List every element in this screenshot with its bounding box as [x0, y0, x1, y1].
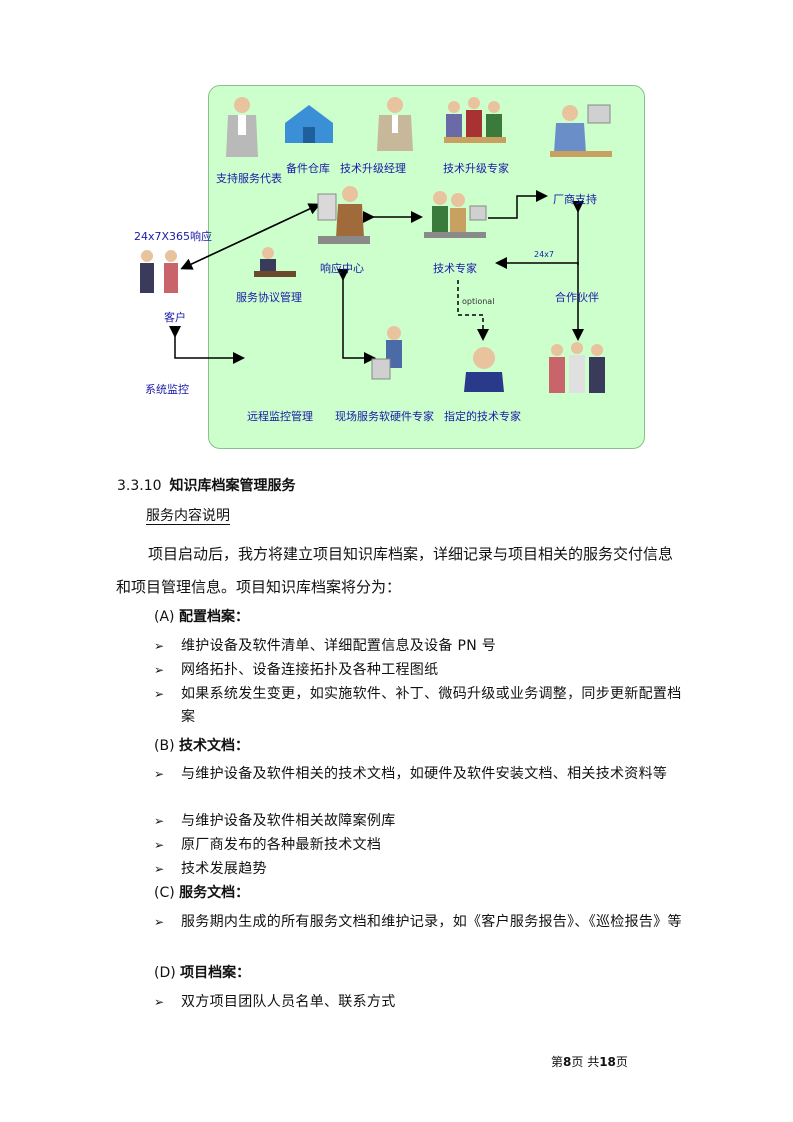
category-title: 服务文档：: [179, 885, 250, 901]
label-onsite-expert: 现场服务软硬件专家: [335, 410, 434, 423]
bullet-arrow-icon: ➢: [154, 687, 165, 701]
section-title: 知识库档案管理服务: [169, 478, 296, 494]
service-flow-diagram: 支持服务代表 备件仓库 技术升级经理 技术升级专家 厂商支持 24x7X365响…: [0, 0, 793, 460]
list-item: ➢与维护设备及软件相关的技术文档，如硬件及软件安装文档、相关技术资料等: [154, 763, 684, 786]
category-a-heading: (A) 配置档案：: [154, 606, 249, 626]
category-tag: (A): [154, 609, 175, 625]
label-vendor-support: 厂商支持: [553, 193, 597, 206]
label-tech-expert: 技术专家: [433, 262, 477, 275]
page-number: 8: [563, 1055, 572, 1069]
bullet-arrow-icon: ➢: [154, 838, 165, 852]
list-item: ➢服务期内生成的所有服务文档和维护记录，如《客户服务报告》、《巡检报告》等: [154, 911, 684, 934]
bullet-arrow-icon: ➢: [154, 639, 165, 653]
bullet-arrow-icon: ➢: [154, 862, 165, 876]
category-tag: (D): [154, 965, 176, 981]
arrow-partner-expert: [495, 257, 579, 269]
customer-figure: [140, 250, 178, 293]
label-spare-warehouse: 备件仓库: [286, 162, 330, 175]
page-footer: 第8页 共18页: [551, 1055, 628, 1069]
bullet-arrow-icon: ➢: [154, 814, 165, 828]
list-item: ➢如果系统发生变更，如实施软件、补丁、微码升级或业务调整，同步更新配置档案: [154, 683, 684, 729]
warehouse-icon: [285, 105, 333, 143]
category-title: 配置档案：: [178, 609, 249, 625]
label-assigned-expert: 指定的技术专家: [444, 410, 521, 423]
category-c-heading: (C) 服务文档：: [154, 882, 249, 902]
arrow-response-customer: [180, 204, 319, 270]
arrow-optional-dashed: [457, 280, 489, 341]
subheading: 服务内容说明: [146, 508, 230, 524]
upgrade-expert-group-figure: [444, 97, 506, 143]
label-system-monitor: 系统监控: [145, 383, 189, 396]
label-optional: optional: [462, 297, 495, 306]
vendor-support-figure: [550, 104, 612, 157]
list-item: ➢技术发展趋势: [154, 858, 684, 881]
label-customer: 客户: [164, 311, 186, 324]
assigned-expert-figure: [464, 347, 504, 392]
category-b-heading: (B) 技术文档：: [154, 735, 249, 755]
flow-connectors: [169, 190, 584, 364]
bullet-arrow-icon: ➢: [154, 915, 165, 929]
category-tag: (B): [154, 738, 175, 754]
arrow-monitor: [169, 326, 245, 364]
section-number: 3.3.10: [117, 478, 162, 494]
label-upgrade-manager: 技术升级经理: [340, 162, 406, 175]
intro-paragraph: 项目启动后，我方将建立项目知识库档案，详细记录与项目相关的服务交付信息和项目管理…: [116, 545, 674, 596]
label-upgrade-expert: 技术升级专家: [443, 162, 509, 175]
bullet-arrow-icon: ➢: [154, 767, 165, 781]
arrow-response-onsite: [337, 269, 376, 364]
partner-group-figure: [549, 342, 605, 393]
onsite-expert-figure: [371, 326, 402, 380]
list-item: ➢与维护设备及软件相关故障案例库: [154, 810, 684, 833]
label-24x7: 24x7: [534, 250, 555, 259]
bullet-arrow-icon: ➢: [154, 995, 165, 1009]
support-rep-figure: [226, 97, 258, 157]
label-response-time: 24x7X365响应: [134, 230, 213, 243]
list-item: ➢网络拓扑、设备连接拓扑及各种工程图纸: [154, 659, 684, 682]
category-tag: (C): [154, 885, 175, 901]
category-d-heading: (D) 项目档案：: [154, 962, 250, 982]
label-response-center: 响应中心: [320, 262, 364, 275]
label-sla-management: 服务协议管理: [236, 291, 302, 304]
total-pages: 18: [599, 1055, 616, 1069]
tech-expert-figure: [424, 191, 487, 238]
category-title: 项目档案：: [180, 965, 251, 981]
label-support-rep: 支持服务代表: [216, 172, 282, 185]
list-item: ➢原厂商发布的各种最新技术文档: [154, 834, 684, 857]
response-center-figure: [317, 186, 370, 244]
category-title: 技术文档：: [178, 738, 249, 754]
arrow-expert-vendor: [488, 190, 548, 219]
bullet-arrow-icon: ➢: [154, 663, 165, 677]
label-partner: 合作伙伴: [555, 291, 599, 304]
sla-manager-figure: [254, 247, 296, 277]
upgrade-manager-figure: [377, 97, 413, 151]
list-item: ➢双方项目团队人员名单、联系方式: [154, 991, 684, 1014]
section-heading: 3.3.10 知识库档案管理服务: [117, 475, 296, 495]
list-item: ➢维护设备及软件清单、详细配置信息及设备 PN 号: [154, 635, 684, 658]
label-remote-monitor: 远程监控管理: [247, 410, 313, 423]
